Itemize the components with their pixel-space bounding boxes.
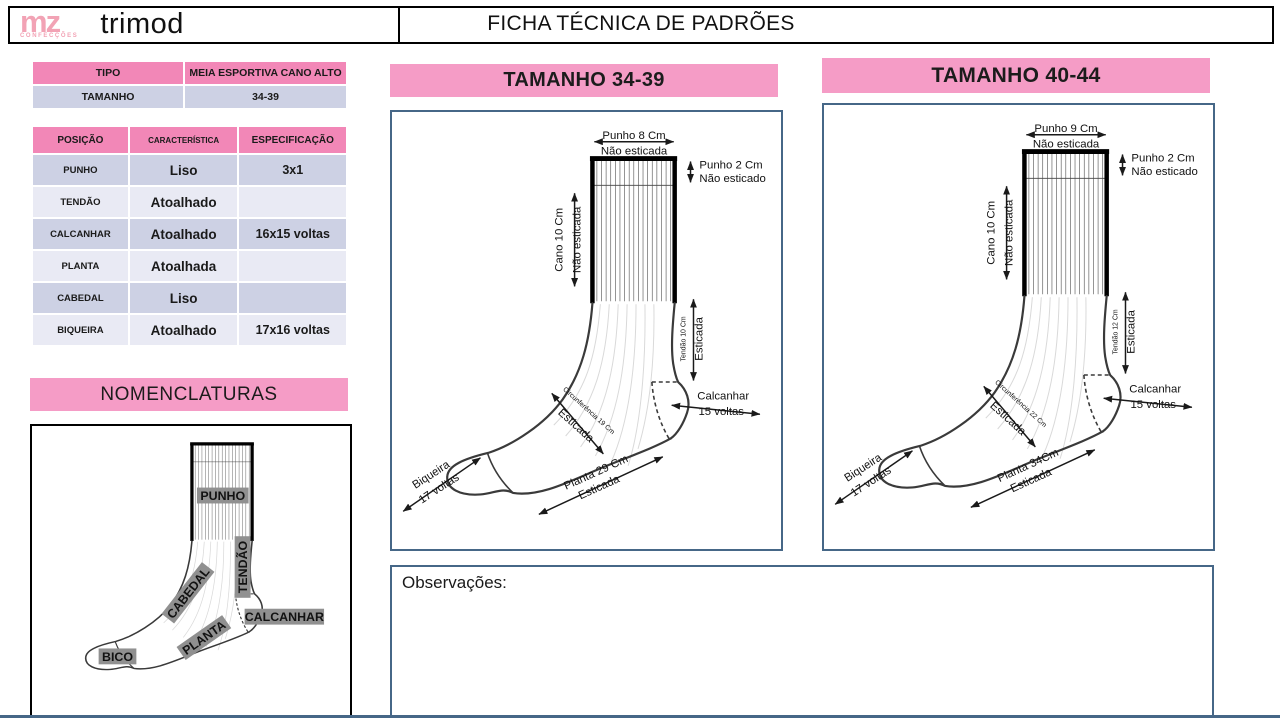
calcanhar-label: Calcanhar xyxy=(697,390,749,402)
cell-posicao: TENDÃO xyxy=(33,187,128,217)
table-row: CALCANHAR Atoalhado 16x15 voltas xyxy=(33,219,346,249)
cano-sublabel: Não esticada xyxy=(1004,199,1016,266)
cell-especificacao xyxy=(239,187,346,217)
punho-width-label: Punho 9 Cm xyxy=(1034,123,1097,135)
cell-caracteristica: Atoalhada xyxy=(129,251,238,281)
size-banner-40-44: TAMANHO 40-44 xyxy=(822,58,1210,93)
size-box-34-39: Punho 8 Cm Não esticada Punho 2 Cm Não e… xyxy=(390,110,783,551)
table-row: TAMANHO 34-39 xyxy=(33,86,346,108)
cell-posicao: CALCANHAR xyxy=(33,219,128,249)
punho-width-sublabel: Não esticada xyxy=(1033,139,1100,151)
punho-height-label: Punho 2 Cm xyxy=(1131,152,1194,164)
table-header-row: POSIÇÃO CARACTERÍSTICA ESPECIFICAÇÃO xyxy=(33,127,346,153)
sock-diagram-40-44: Punho 9 Cm Não esticada Punho 2 Cm Não e… xyxy=(824,123,1198,538)
cell-posicao: PUNHO xyxy=(33,155,128,185)
size-box-40-44: Punho 9 Cm Não esticada Punho 2 Cm Não e… xyxy=(822,103,1215,551)
observations-box: Observações: xyxy=(390,565,1214,717)
cell-posicao: CABEDAL xyxy=(33,283,128,313)
calcanhar-label: Calcanhar xyxy=(1129,383,1181,395)
cell-posicao: BIQUEIRA xyxy=(33,315,128,345)
bottom-border-line xyxy=(0,715,1280,718)
tendao-sublabel: Esticada xyxy=(693,316,705,360)
cell-caracteristica: Liso xyxy=(129,155,238,185)
header-divider xyxy=(398,8,400,42)
cell-caracteristica: Atoalhado xyxy=(129,187,238,217)
table-row: TENDÃO Atoalhado xyxy=(33,187,346,217)
label-cabedal: CABEDAL xyxy=(161,562,215,624)
tendao-label: Tendão 12 Cm xyxy=(1113,309,1120,354)
table-row: PLANTA Atoalhada xyxy=(33,251,346,281)
cano-sublabel: Não esticada xyxy=(572,206,584,273)
nomenclaturas-box: PUNHO TENDÃO CABEDAL CALCANHAR PLANTA BI… xyxy=(30,424,352,718)
table-row: TIPO MEIA ESPORTIVA CANO ALTO xyxy=(33,62,346,84)
dimension-labels: Punho 9 Cm Não esticada Punho 2 Cm Não e… xyxy=(842,123,1197,500)
cell-especificacao xyxy=(239,251,346,281)
svg-text:PUNHO: PUNHO xyxy=(200,489,245,503)
cell-especificacao xyxy=(239,283,346,313)
observations-label: Observações: xyxy=(402,573,507,592)
calcanhar-sublabel: 15 voltas xyxy=(698,406,744,418)
info-value-tamanho: 34-39 xyxy=(185,86,346,108)
col-header-caracteristica: CARACTERÍSTICA xyxy=(129,127,238,153)
table-row: CABEDAL Liso xyxy=(33,283,346,313)
tendao-label: Tendão 10 Cm xyxy=(681,316,688,361)
punho-width-sublabel: Não esticada xyxy=(601,146,668,158)
punho-height-sublabel: Não esticado xyxy=(1131,166,1197,178)
table-row: PUNHO Liso 3x1 xyxy=(33,155,346,185)
cano-label: Cano 10 Cm xyxy=(986,201,998,265)
cell-caracteristica: Liso xyxy=(129,283,238,313)
cell-caracteristica: Atoalhado xyxy=(129,219,238,249)
dimension-arrows xyxy=(835,135,1192,508)
col-header-posicao: POSIÇÃO xyxy=(33,127,128,153)
nomenclaturas-banner: NOMENCLATURAS xyxy=(30,378,348,411)
tendao-sublabel: Esticada xyxy=(1125,309,1137,353)
punho-height-sublabel: Não esticado xyxy=(699,173,765,185)
calcanhar-sublabel: 15 voltas xyxy=(1130,399,1176,411)
dimension-arrows xyxy=(403,142,760,515)
svg-text:CABEDAL: CABEDAL xyxy=(164,565,213,622)
svg-text:CALCANHAR: CALCANHAR xyxy=(245,610,324,624)
cano-label: Cano 10 Cm xyxy=(554,208,566,272)
cell-especificacao: 16x15 voltas xyxy=(239,219,346,249)
punho-height-label: Punho 2 Cm xyxy=(699,159,762,171)
cell-posicao: PLANTA xyxy=(33,251,128,281)
spec-table: POSIÇÃO CARACTERÍSTICA ESPECIFICAÇÃO PUN… xyxy=(31,125,348,347)
mz-logo-subtext: CONFECÇÕES xyxy=(20,33,79,39)
brand-name: trimod xyxy=(100,8,184,40)
table-row: BIQUEIRA Atoalhado 17x16 voltas xyxy=(33,315,346,345)
brand-logo: mz CONFECÇÕES trimod xyxy=(20,4,184,42)
punho-width-label: Punho 8 Cm xyxy=(602,130,665,142)
info-label-tamanho: TAMANHO xyxy=(33,86,184,108)
label-bico: BICO xyxy=(98,648,137,665)
cell-especificacao: 3x1 xyxy=(239,155,346,185)
nomenclaturas-sock-diagram: PUNHO TENDÃO CABEDAL CALCANHAR PLANTA BI… xyxy=(83,442,325,672)
label-tendao: TENDÃO xyxy=(234,536,251,598)
header-band: mz CONFECÇÕES trimod FICHA TÉCNICA DE PA… xyxy=(8,6,1274,44)
mz-logo: mz CONFECÇÕES xyxy=(20,4,79,39)
label-punho: PUNHO xyxy=(196,487,249,504)
size-banner-34-39: TAMANHO 34-39 xyxy=(390,64,778,97)
sock-diagram-34-39: Punho 8 Cm Não esticada Punho 2 Cm Não e… xyxy=(392,130,766,545)
col-header-especificacao: ESPECIFICAÇÃO xyxy=(239,127,346,153)
dimension-labels: Punho 8 Cm Não esticada Punho 2 Cm Não e… xyxy=(410,130,765,507)
cell-caracteristica: Atoalhado xyxy=(129,315,238,345)
info-label-tipo: TIPO xyxy=(33,62,184,84)
page-title: FICHA TÉCNICA DE PADRÕES xyxy=(487,12,795,35)
svg-text:BICO: BICO xyxy=(102,650,133,664)
info-value-tipo: MEIA ESPORTIVA CANO ALTO xyxy=(185,62,346,84)
label-planta: PLANTA xyxy=(176,615,232,660)
svg-text:TENDÃO: TENDÃO xyxy=(235,540,250,593)
info-table: TIPO MEIA ESPORTIVA CANO ALTO TAMANHO 34… xyxy=(31,60,348,110)
mz-logo-text: mz xyxy=(20,4,61,39)
label-calcanhar: CALCANHAR xyxy=(244,608,325,625)
cell-especificacao: 17x16 voltas xyxy=(239,315,346,345)
